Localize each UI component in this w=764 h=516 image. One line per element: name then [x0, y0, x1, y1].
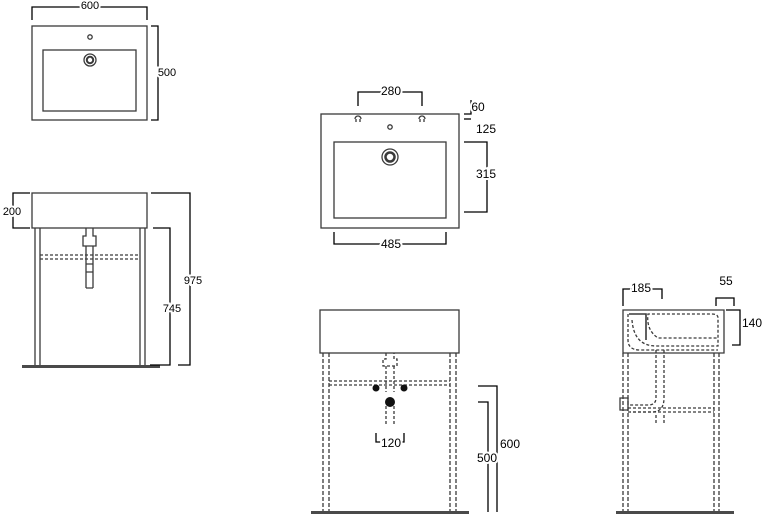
- dim-width-600: 600: [81, 0, 99, 12]
- front-view-small-dimensions: [12, 192, 191, 366]
- dim-floor-to-basin-600: 600: [500, 437, 520, 451]
- dim-bowl-height-140: 140: [742, 316, 762, 330]
- dim-floor-to-bar-500: 500: [477, 451, 497, 465]
- dim-depth-185: 185: [631, 281, 651, 295]
- top-view-large-dimensions: [333, 91, 488, 245]
- dim-basin-height-200: 200: [3, 206, 21, 218]
- floor-line-large: [311, 511, 469, 514]
- top-view-large: [320, 113, 460, 229]
- top-view-small: [31, 25, 148, 121]
- floor-line-side: [616, 511, 734, 514]
- dim-drain-spacing-120: 120: [381, 436, 401, 450]
- dim-rim-55: 55: [719, 274, 733, 288]
- front-view-large-fittings: [372, 384, 408, 407]
- dim-bowl-width-485: 485: [381, 237, 401, 251]
- side-view: [619, 309, 725, 512]
- dim-overall-height-975: 975: [184, 275, 202, 287]
- dim-tap-spacing-280: 280: [381, 84, 401, 98]
- front-view-small: [31, 192, 148, 365]
- dim-rim-125: 125: [476, 122, 496, 136]
- top-view-small-dimensions: [31, 6, 159, 121]
- dim-tap-offset-60: 60: [471, 100, 485, 114]
- front-view-large: [319, 309, 460, 512]
- dim-leg-height-745: 745: [163, 303, 181, 315]
- front-view-large-dimensions: [375, 385, 498, 512]
- dim-depth-500: 500: [158, 67, 176, 79]
- floor-line-small: [22, 365, 160, 368]
- dim-bowl-depth-315: 315: [476, 167, 496, 181]
- side-view-dimensions: [622, 288, 741, 346]
